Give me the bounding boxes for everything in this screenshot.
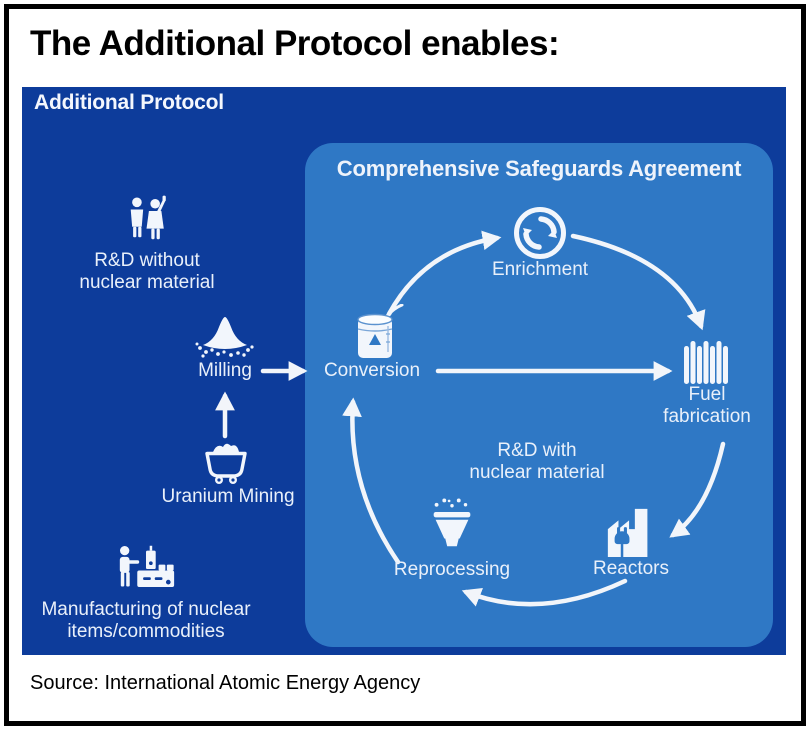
fuel-rods-icon <box>684 341 728 384</box>
label-reactors: Reactors <box>592 558 670 579</box>
label-uranium-mining: Uranium Mining <box>161 486 295 507</box>
additional-protocol-label: Additional Protocol <box>34 91 224 114</box>
label-reprocessing: Reprocessing <box>393 559 511 580</box>
powder-pile-icon <box>195 317 254 358</box>
label-rd-with: R&D with nuclear material <box>469 440 605 483</box>
source-attribution: Source: International Atomic Energy Agen… <box>30 672 421 694</box>
centrifuge-cycle-icon <box>514 207 566 259</box>
label-conversion: Conversion <box>323 360 421 381</box>
label-manufacturing: Manufacturing of nuclear items/commoditi… <box>41 599 251 642</box>
page-title: The Additional Protocol enables: <box>30 24 560 63</box>
mine-cart-icon <box>205 443 247 484</box>
workbench-icon <box>119 545 175 587</box>
scientists-icon <box>130 195 166 240</box>
label-enrichment: Enrichment <box>491 259 589 280</box>
funnel-icon <box>433 498 471 547</box>
power-plant-icon <box>607 508 648 558</box>
label-rd-without: R&D without nuclear material <box>79 250 215 293</box>
drum-icon <box>357 304 404 358</box>
comprehensive-safeguards-label: Comprehensive Safeguards Agreement <box>336 156 742 181</box>
label-fuel-fabrication: Fuel fabrication <box>663 384 751 427</box>
label-milling: Milling <box>198 360 252 381</box>
